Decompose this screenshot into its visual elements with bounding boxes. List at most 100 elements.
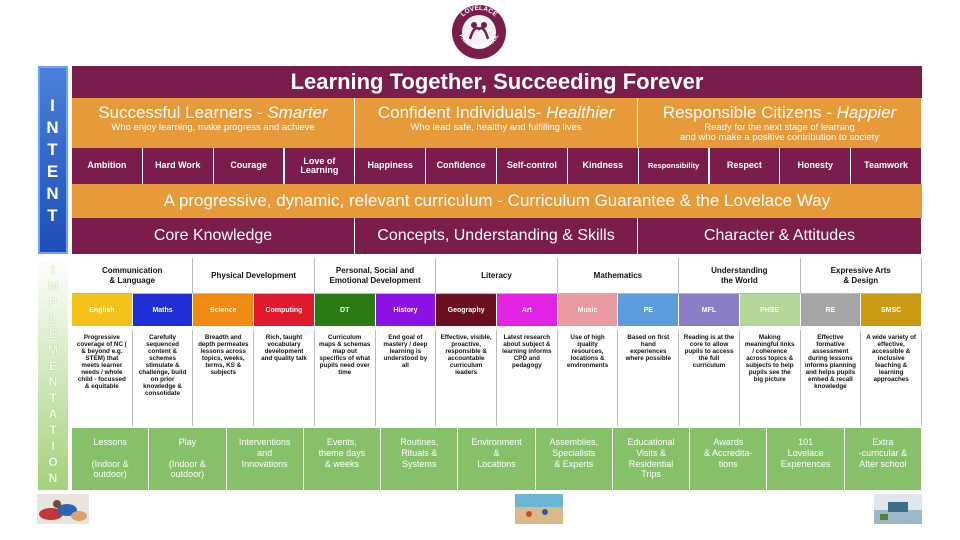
principle-description: Use of high quality resources, locations… <box>557 330 619 426</box>
principle-description: Breadth and depth permeates lessons acro… <box>193 330 255 426</box>
principle-description: A wide variety of effective, accessible … <box>861 330 922 426</box>
implementation-letter: I <box>51 263 55 277</box>
provision-cell: 101 Lovelace Experiences <box>767 428 845 490</box>
aim-emphasis: Smarter <box>267 103 328 122</box>
learning-area-cell: Understanding the World <box>679 258 801 294</box>
provision-cell: Events, theme days & weeks <box>303 428 382 490</box>
principle-description: Progressive coverage of NC ( & beyond e.… <box>72 330 133 426</box>
provision-cell: Educational Visits & Residential Trips <box>612 428 691 490</box>
value-cell: Happiness <box>355 148 427 184</box>
principle-description: Effective formative assessment during le… <box>800 330 862 426</box>
provision-cell: Awards & Accredita- tions <box>690 428 768 490</box>
subject-art-cell[interactable]: Art <box>497 294 558 326</box>
implementation-letter: M <box>48 279 58 293</box>
page-title: Learning Together, Succeeding Forever <box>72 66 922 98</box>
value-cell: Self-control <box>497 148 568 184</box>
principle-description: Rich, taught vocabulary development and … <box>254 330 315 426</box>
implementation-letter: A <box>48 407 58 421</box>
provision-cell: Environment & Locations <box>458 428 536 490</box>
aim-title: Responsible Citizens - Happier <box>638 103 921 123</box>
principle-description: Curriculum maps & schemas map out specif… <box>314 330 376 426</box>
principle-description: Reading is at the core to allow pupils t… <box>679 330 740 426</box>
subject-english-cell[interactable]: English <box>72 294 133 326</box>
intent-letter: N <box>46 117 60 137</box>
value-cell: Confidence <box>426 148 497 184</box>
learning-area-cell: Personal, Social and Emotional Developme… <box>314 258 437 294</box>
value-cell: Responsibility <box>638 148 710 184</box>
implementation-letter: L <box>49 311 57 325</box>
intent-letter: E <box>46 161 60 181</box>
aim-subtitle: Who lead safe, healthy and fulfilling li… <box>410 122 582 133</box>
pillar-cell: Character & Attitudes <box>638 218 922 254</box>
subject-history-cell[interactable]: History <box>375 294 437 326</box>
aim-subtitle: Who enjoy learning, make progress and ac… <box>111 122 315 133</box>
implementation-letter: N <box>48 375 58 389</box>
provision-cell: Extra -curricular & After school <box>844 428 922 490</box>
intent-letter: N <box>46 183 60 203</box>
aim-title-text: Successful Learners - <box>98 103 268 122</box>
learning-area-cell: Mathematics <box>557 258 680 294</box>
value-cell: Kindness <box>567 148 639 184</box>
intent-letter: I <box>50 95 56 115</box>
subject-music-cell[interactable]: Music <box>557 294 619 326</box>
subject-science-cell[interactable]: Science <box>193 294 255 326</box>
learning-area-cell: Expressive Arts & Design <box>800 258 922 294</box>
implementation-letter: T <box>49 423 57 437</box>
aim-title-text: Confident Individuals- <box>377 103 547 122</box>
aim-emphasis: Healthier <box>546 103 615 122</box>
aim-title: Successful Learners - Smarter <box>72 103 354 123</box>
principle-description: End goal of mastery / deep learning is u… <box>375 330 437 426</box>
aim-emphasis: Happier <box>836 103 897 122</box>
implementation-letter: O <box>48 455 58 469</box>
provision-cell: Interventions and Innovations <box>226 428 304 490</box>
provision-cell: Routines, Rituals & Systems <box>381 428 459 490</box>
provision-cell: Assemblies, Specialists & Experts <box>535 428 613 490</box>
subject-geography-cell[interactable]: Geography <box>436 294 497 326</box>
learning-area-cell: Literacy <box>436 258 558 294</box>
aim-title-text: Responsible Citizens - <box>662 103 837 122</box>
implementation-letter: E <box>48 359 57 373</box>
provision-cell: Play (Indoor & outdoor) <box>149 428 227 490</box>
subject-dt-cell[interactable]: DT <box>314 294 376 326</box>
pillar-cell: Concepts, Understanding & Skills <box>355 218 638 254</box>
learning-area-cell: Physical Development <box>193 258 315 294</box>
subject-re-cell[interactable]: RE <box>800 294 862 326</box>
value-cell: Teamwork <box>851 148 922 184</box>
implementation-letter: E <box>48 327 57 341</box>
implementation-letter: I <box>51 439 55 453</box>
principle-description: Latest research about subject & learning… <box>497 330 558 426</box>
learning-area-cell: Communication & Language <box>72 258 194 294</box>
beach-photo <box>515 494 563 524</box>
principle-description: Making meaningful links / coherence acro… <box>739 330 801 426</box>
subject-mfl-cell[interactable]: MFL <box>679 294 740 326</box>
value-cell: Respect <box>709 148 781 184</box>
implementation-letter: T <box>49 391 57 405</box>
aim-subtitle: Ready for the next stage of learning and… <box>679 122 880 143</box>
principle-description: Carefully sequenced content & schemes st… <box>132 330 194 426</box>
outdoor-classroom-photo <box>874 494 922 524</box>
intent-letter: T <box>47 205 59 225</box>
pillar-cell: Core Knowledge <box>72 218 355 254</box>
value-cell: Hard Work <box>142 148 214 184</box>
value-cell: Love of Learning <box>284 148 356 184</box>
subject-pe-cell[interactable]: PE <box>618 294 680 326</box>
classroom-photo-left <box>37 494 89 524</box>
subject-maths-cell[interactable]: Maths <box>132 294 194 326</box>
aim-title: Confident Individuals- Healthier <box>355 103 637 123</box>
implementation-letter: P <box>48 295 57 309</box>
principle-description: Based on first hand experiences where po… <box>618 330 680 426</box>
subject-computing-cell[interactable]: Computing <box>254 294 315 326</box>
intent-letter: T <box>47 139 59 159</box>
subject-smsc-cell[interactable]: SMSC <box>861 294 922 326</box>
principle-description: Effective, visible, proactive, responsib… <box>436 330 497 426</box>
value-cell: Honesty <box>780 148 852 184</box>
provision-cell: Lessons (Indoor & outdoor) <box>72 428 150 490</box>
subject-phse-cell[interactable]: PHSE <box>739 294 801 326</box>
implementation-letter: M <box>48 343 58 357</box>
curriculum-banner: A progressive, dynamic, relevant curricu… <box>72 184 922 218</box>
